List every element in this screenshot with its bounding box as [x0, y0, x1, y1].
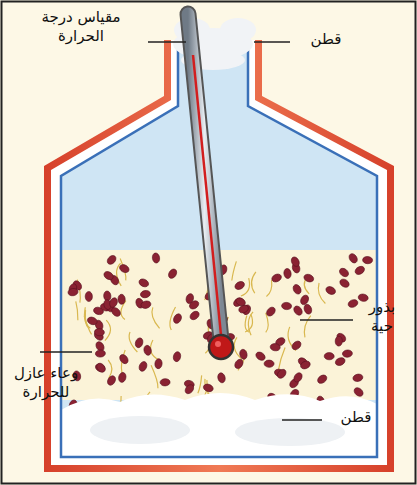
seed [172, 312, 183, 324]
seed [338, 277, 350, 288]
seed [167, 268, 178, 280]
seed [352, 373, 363, 382]
seed [325, 285, 337, 296]
seed [299, 294, 310, 306]
thermometer-bulb [209, 335, 233, 359]
label: قطن [326, 408, 386, 427]
seed [334, 356, 346, 367]
seed [265, 305, 277, 317]
thermometer-tube [188, 14, 221, 340]
seed [94, 362, 106, 373]
seed [202, 383, 214, 393]
seed [188, 310, 200, 322]
seed [342, 349, 353, 357]
seed [338, 267, 350, 279]
seed [118, 372, 127, 383]
seed [234, 296, 246, 307]
seed [110, 306, 122, 318]
seed [362, 256, 372, 264]
seed [335, 336, 343, 346]
seed [290, 339, 302, 351]
seed [234, 280, 246, 291]
label: بذور حية [356, 298, 408, 336]
seed [264, 360, 274, 368]
seed [299, 360, 311, 371]
seed [185, 293, 195, 305]
bottom-cotton [61, 393, 377, 460]
seed [140, 290, 151, 299]
seed [283, 268, 292, 279]
seed [108, 297, 119, 309]
seed [94, 328, 105, 336]
seed [324, 353, 334, 360]
seed [233, 358, 245, 370]
seed [292, 283, 303, 295]
seed [118, 353, 130, 365]
seed [271, 273, 283, 284]
label: قطن [296, 30, 356, 49]
seed [239, 349, 248, 360]
mercury [193, 55, 221, 335]
seed [354, 265, 366, 276]
seed [347, 252, 359, 264]
seed [292, 304, 304, 316]
seed [106, 254, 118, 266]
seed [290, 256, 301, 268]
seed [292, 371, 304, 383]
seed [67, 288, 78, 297]
seed [143, 345, 152, 356]
seed [316, 373, 328, 385]
label: وعاء عازل للحرارة [6, 364, 86, 402]
seed [172, 351, 181, 362]
seed [160, 378, 170, 386]
seed [303, 303, 313, 315]
seed [138, 277, 150, 288]
seed [254, 350, 266, 362]
seed [134, 337, 144, 349]
seed [217, 372, 227, 384]
seed [352, 386, 364, 398]
seed [276, 368, 288, 380]
seed [138, 360, 149, 372]
leader-lines [40, 42, 353, 420]
seed [152, 252, 161, 263]
label: مقياس درجة الحرارة [18, 8, 144, 46]
seed [270, 343, 281, 351]
seed [86, 316, 98, 326]
seed [102, 270, 114, 281]
seed [95, 349, 106, 357]
seed [140, 300, 151, 309]
seed [118, 294, 126, 304]
seed [95, 362, 107, 374]
seed [106, 374, 117, 386]
seed [303, 273, 315, 283]
seed [183, 383, 195, 395]
seed [358, 293, 369, 302]
seed [118, 263, 130, 274]
seed [281, 302, 292, 310]
seed [154, 358, 162, 369]
seed [85, 291, 92, 301]
seed [347, 298, 359, 308]
